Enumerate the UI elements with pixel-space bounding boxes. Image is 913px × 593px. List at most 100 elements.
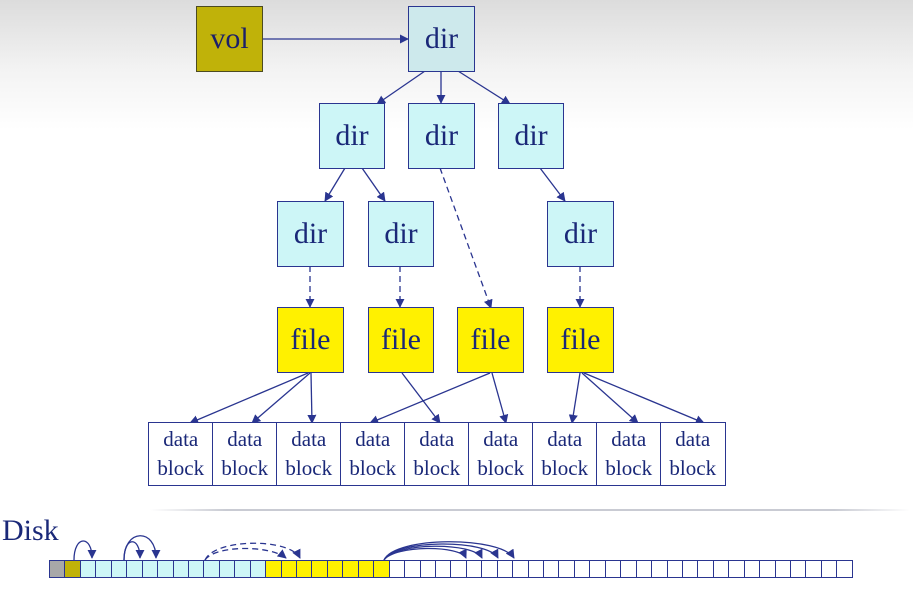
disk-cell-file	[280, 560, 297, 578]
arrow-root-to-dir-c	[457, 70, 511, 105]
root-dir-node: dir	[408, 6, 475, 72]
data-block-label-top: data	[675, 427, 711, 451]
disk-cell-dir	[172, 560, 189, 578]
disk-strip	[49, 560, 853, 578]
disk-cell-dir	[126, 560, 143, 578]
data-block-label-bottom: block	[669, 456, 717, 480]
disk-cell-empty	[790, 560, 807, 578]
arrow-file3-block4	[369, 372, 491, 425]
disk-cell-dir	[110, 560, 128, 578]
disk-cell-dir	[79, 560, 97, 578]
disk-cell-empty	[512, 560, 529, 578]
disk-cell-empty	[635, 560, 653, 578]
data-block-label-top: data	[611, 427, 647, 451]
disk-cell-dir	[249, 560, 267, 578]
disk-arc-dir-4	[204, 547, 287, 561]
data-block-label-bottom: block	[221, 456, 269, 480]
disk-cell-file	[373, 560, 390, 578]
data-block-label-bottom: block	[541, 456, 589, 480]
arrow-file4-block9	[583, 372, 705, 425]
data-block-label-bottom: block	[157, 456, 205, 480]
disk-cell-empty	[558, 560, 575, 578]
file-node-3: file	[457, 307, 524, 373]
disk-cell-empty	[496, 560, 514, 578]
disk-cell-dir	[234, 560, 251, 578]
disk-cell-file	[326, 560, 344, 578]
dashed-arrow-dir-b-to-file-3	[439, 167, 493, 309]
disk-cell-empty	[620, 560, 637, 578]
divider-line	[150, 509, 910, 511]
disk-cell-file	[342, 560, 359, 578]
arrow-file2-block5	[401, 372, 441, 424]
disk-arc-file-4	[383, 547, 467, 561]
data-block: data block	[532, 422, 598, 486]
data-block-label-top: data	[547, 427, 583, 451]
dir-node-a: dir	[319, 103, 385, 169]
arrow-file1-block2	[251, 372, 311, 424]
data-block: data block	[276, 422, 342, 486]
data-block-label-top: data	[419, 427, 455, 451]
data-block-label-bottom: block	[349, 456, 397, 480]
arrow-file4-block7	[568, 372, 581, 424]
disk-cell-file	[265, 560, 282, 578]
volume-node: vol	[196, 6, 263, 72]
arrow-dir-c-to-dir-f	[539, 167, 566, 202]
data-block-label-top: data	[227, 427, 263, 451]
file-node-4: file	[547, 307, 614, 373]
disk-cell-dir	[95, 560, 112, 578]
data-block: data block	[148, 422, 214, 486]
disk-cell-empty	[573, 560, 591, 578]
arrow-file1-block3	[307, 372, 317, 424]
disk-cell-empty	[527, 560, 544, 578]
disk-label: Disk	[2, 514, 59, 547]
dir-node-b: dir	[408, 103, 475, 169]
disk-cell-empty	[450, 560, 467, 578]
data-block-label-bottom: block	[413, 456, 461, 480]
disk-arc-dir-2	[123, 541, 145, 561]
dir-node-c: dir	[498, 103, 564, 169]
disk-cell-empty	[774, 560, 791, 578]
arrow-dir-a-to-dir-e	[361, 167, 386, 202]
data-block-label-bottom: block	[605, 456, 653, 480]
disk-cell-empty	[697, 560, 714, 578]
disk-cell-empty	[743, 560, 761, 578]
disk-cell-file	[311, 560, 328, 578]
data-block: data block	[660, 422, 726, 486]
disk-cell-dir	[203, 560, 220, 578]
arrow-file1-block1	[189, 372, 309, 424]
disk-cell-empty	[388, 560, 406, 578]
disk-cell-empty	[589, 560, 606, 578]
disk-cell-empty	[543, 560, 560, 578]
file-node-1: file	[277, 307, 344, 373]
disk-cell-empty	[481, 560, 498, 578]
disk-cell-empty	[419, 560, 436, 578]
dir-node-d: dir	[277, 201, 344, 267]
disk-cell-empty	[681, 560, 699, 578]
disk-cell-empty	[404, 560, 421, 578]
disk-cell-empty	[434, 560, 452, 578]
data-block-label-top: data	[291, 427, 327, 451]
disk-cell-file	[296, 560, 313, 578]
disk-cell-dir	[157, 560, 174, 578]
data-block: data block	[212, 422, 278, 486]
disk-cell-dir	[187, 560, 205, 578]
disk-cell-empty	[820, 560, 838, 578]
disk-cell-vol	[64, 560, 81, 578]
data-block-label-bottom: block	[285, 456, 333, 480]
disk-cell-empty	[465, 560, 483, 578]
disk-cell-dir	[141, 560, 159, 578]
arrow-file3-block6	[491, 372, 509, 424]
data-block-label-top: data	[163, 427, 199, 451]
arrow-root-to-dir-a	[376, 70, 426, 105]
file-node-2: file	[368, 307, 434, 373]
disk-cell-file	[357, 560, 375, 578]
data-block-label-top: data	[483, 427, 519, 451]
disk-cell-dir	[218, 560, 236, 578]
disk-cell-gray	[49, 560, 66, 578]
disk-cell-empty	[604, 560, 622, 578]
